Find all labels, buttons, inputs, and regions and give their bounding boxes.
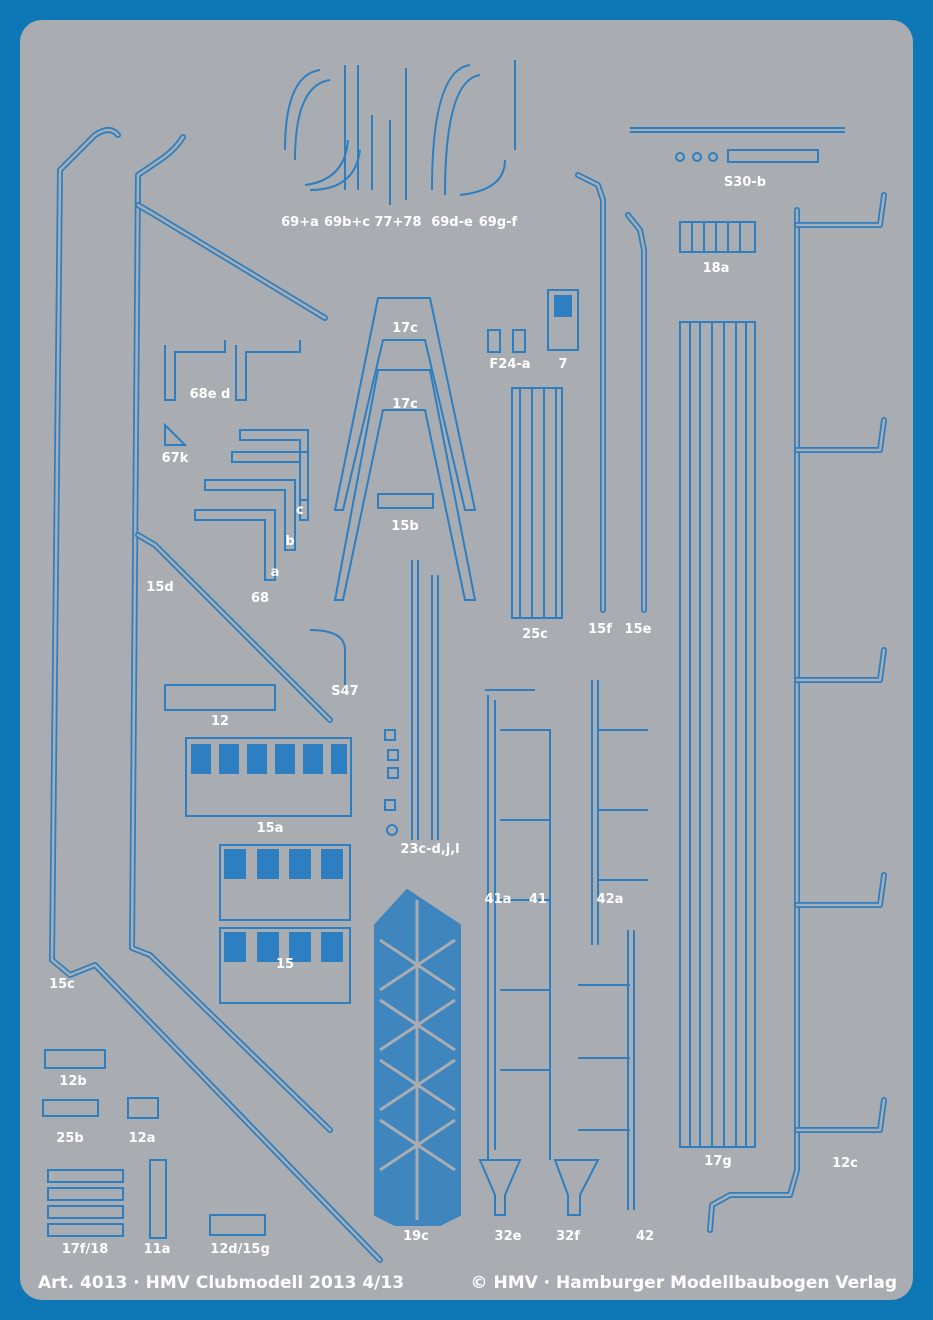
part-f24-a — [487, 329, 501, 353]
part-label: 41 — [529, 892, 547, 907]
part-label: 68e d — [190, 387, 231, 402]
part-label: 17f/18 — [62, 1242, 109, 1257]
part-label: 12c — [832, 1156, 858, 1171]
part-68 — [194, 429, 309, 581]
part-label: 17c — [392, 397, 418, 412]
part-23c-rods — [411, 560, 439, 840]
part-label: 19c — [403, 1229, 429, 1244]
part-18a — [679, 221, 756, 253]
part-label: 15e — [625, 622, 652, 637]
part-label: 69+a — [281, 215, 319, 230]
part-7 — [547, 289, 579, 351]
part-12d-15g — [209, 1214, 266, 1236]
part-label: 15f — [588, 622, 612, 637]
part-label: 69g-f — [479, 215, 518, 230]
part-label: 12a — [129, 1131, 156, 1146]
part-label: S47 — [331, 684, 358, 699]
part-17g-bundle — [679, 321, 756, 1148]
part-15b — [377, 493, 434, 509]
part-42 — [578, 930, 635, 1210]
part-label: 15a — [257, 821, 284, 836]
part-label: 42 — [636, 1229, 654, 1244]
part-25b — [42, 1099, 99, 1117]
part-12 — [164, 684, 276, 711]
part-label: 32f — [556, 1229, 580, 1244]
part-label: 17c — [392, 321, 418, 336]
part-label: 7 — [558, 357, 567, 372]
part-68e — [164, 340, 226, 401]
part-label: 15b — [391, 519, 418, 534]
part-69-group — [284, 60, 516, 205]
part-label: 68 — [251, 591, 269, 606]
part-15a — [185, 737, 352, 817]
part-67k — [164, 422, 188, 446]
part-s30-b — [630, 127, 845, 133]
part-15 — [219, 844, 351, 1004]
part-42a — [591, 680, 648, 945]
part-19c-truss — [374, 888, 461, 1226]
part-label: 32e — [495, 1229, 522, 1244]
part-label: b — [285, 534, 294, 549]
part-32f — [553, 1159, 600, 1216]
part-17c-a — [333, 297, 477, 511]
part-41 — [485, 689, 551, 1160]
part-label: 15c — [49, 977, 75, 992]
part-label: 15 — [276, 957, 294, 972]
part-15d-pipe — [129, 134, 333, 1133]
footer-left: Art. 4013 · HMV Clubmodell 2013 4/13 — [38, 1273, 404, 1293]
part-s47 — [309, 629, 346, 690]
part-label: 42a — [597, 892, 624, 907]
part-label: 12d/15g — [210, 1242, 270, 1257]
part-15f — [575, 172, 606, 613]
part-label: c — [296, 503, 304, 518]
part-label: 18a — [703, 261, 730, 276]
part-17f-18 — [47, 1169, 124, 1237]
part-15e — [625, 212, 647, 613]
part-32e — [478, 1159, 522, 1216]
part-label: 69b+c — [324, 215, 370, 230]
part-label: 67k — [162, 451, 189, 466]
part-s30-b-small — [675, 149, 819, 163]
part-11a — [149, 1159, 167, 1239]
part-label: 41a — [485, 892, 512, 907]
part-label: 12b — [59, 1074, 86, 1089]
part-label: 11a — [144, 1242, 171, 1257]
part-label: 12 — [211, 714, 229, 729]
part-label: F24-a — [489, 357, 530, 372]
part-label: 15d — [146, 580, 173, 595]
part-17c-b — [333, 369, 477, 601]
part-label: 25c — [522, 627, 548, 642]
part-12c-pipe — [707, 192, 887, 1233]
part-12b — [44, 1049, 106, 1069]
part-12a — [127, 1097, 159, 1119]
fret-panel — [20, 20, 913, 1300]
footer-right: © HMV · Hamburger Modellbaubogen Verlag — [471, 1273, 897, 1293]
part-label: a — [271, 565, 280, 580]
part-15c-pipe — [49, 127, 383, 1263]
part-label: 77+78 — [374, 215, 421, 230]
part-label: S30-b — [724, 175, 766, 190]
part-label: 17g — [704, 1154, 731, 1169]
part-25c — [511, 387, 563, 619]
part-label: 25b — [56, 1131, 83, 1146]
part-label: 69d-e — [431, 215, 473, 230]
part-label: 23c-d,j,l — [400, 842, 459, 857]
